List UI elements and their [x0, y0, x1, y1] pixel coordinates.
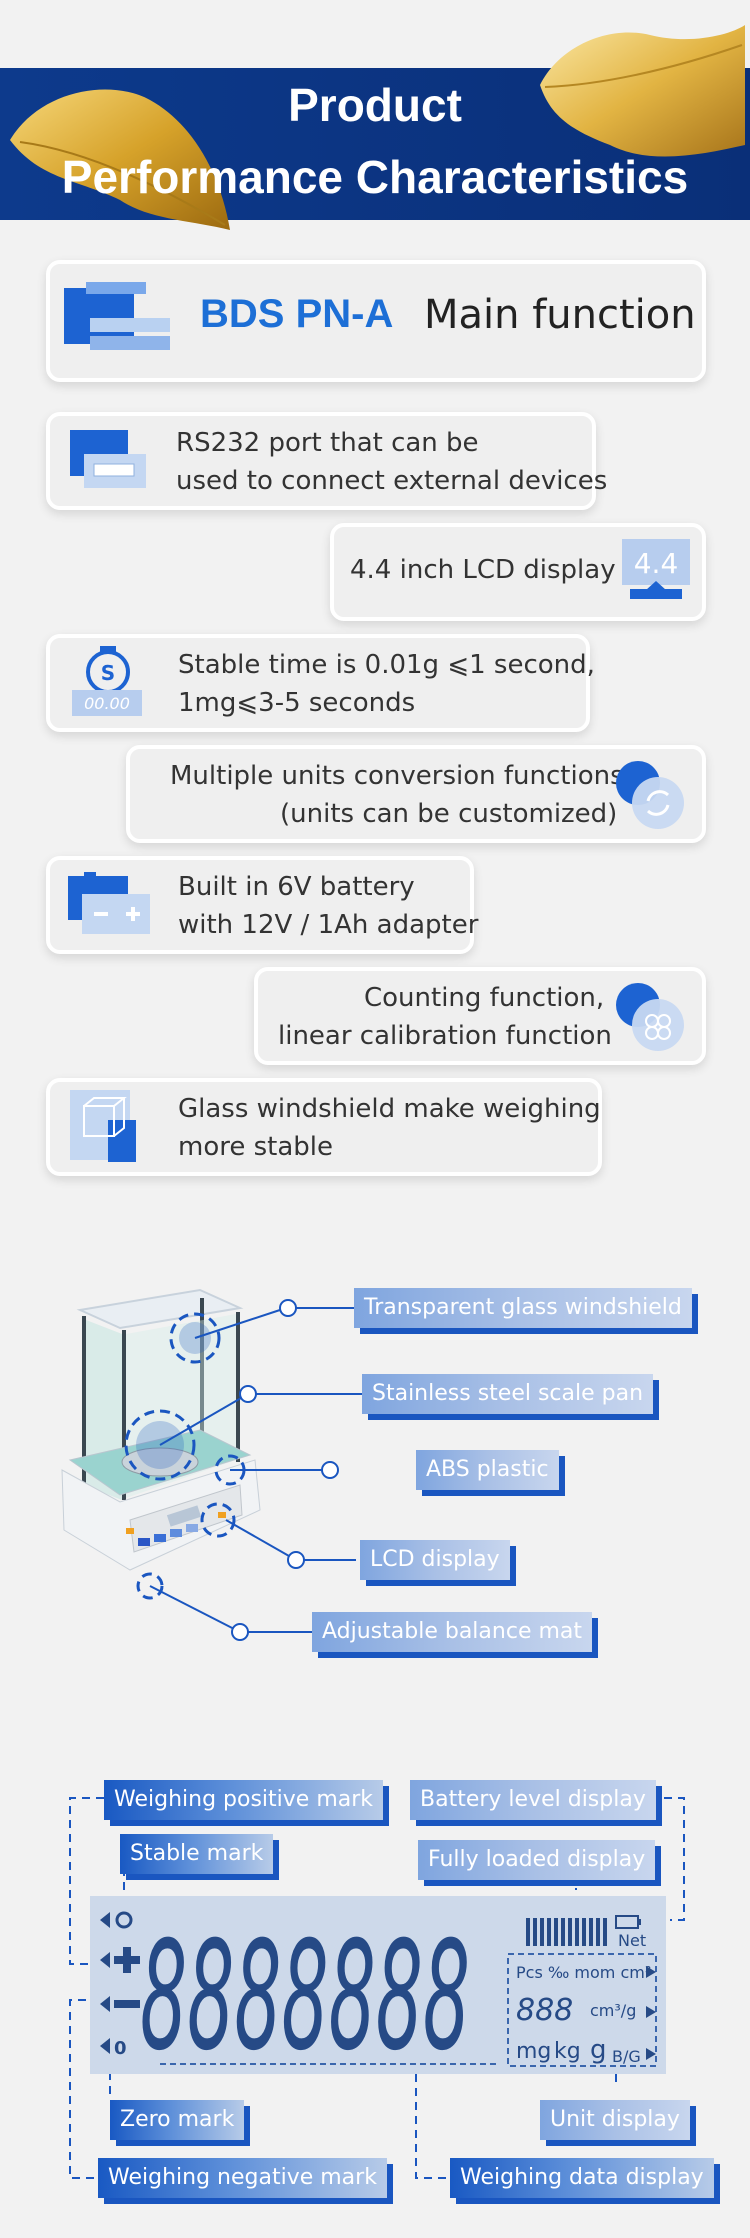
rs232-port-icon	[70, 430, 146, 488]
stopwatch-icon: S 00.00	[72, 646, 142, 716]
feature-text-line2: linear calibration function	[278, 1021, 612, 1051]
lcd-icon-text: 4.4	[634, 547, 679, 580]
lcd-unit-g: g	[590, 2035, 607, 2065]
feature-text-line2: 1mg⩽3-5 seconds	[178, 688, 416, 718]
gold-leaf-left-icon	[10, 89, 230, 230]
callout-balance-mat: Adjustable balance mat	[312, 1612, 593, 1652]
lcd-unit-mg: mg	[516, 2039, 551, 2064]
callout-glass-windshield: Transparent glass windshield	[354, 1288, 692, 1328]
lcd-unit-row2: cm³/g	[590, 2001, 636, 2020]
gold-leaf-right-icon	[540, 25, 745, 157]
page-title-line1: Product	[288, 79, 462, 131]
feature-text-line2: (units can be customized)	[280, 799, 618, 829]
main-function-icon	[64, 282, 170, 350]
lcd-segments: 0 8888888 Net Pcs ‰ mom cm³ 888 cm³/g mg…	[100, 1910, 657, 2074]
callout-zero-mark: Zero mark	[110, 2100, 245, 2140]
feature-text-line1: 4.4 inch LCD display	[350, 555, 616, 585]
callout-lcd-display: LCD display	[360, 1540, 510, 1580]
feature-text-line1: Built in 6V battery	[178, 872, 415, 902]
callout-battery-level: Battery level display	[410, 1780, 656, 1820]
feature-card-units: Multiple units conversion functions (uni…	[126, 745, 706, 843]
lcd-callout-lines	[69, 1797, 685, 2179]
feature-text-line1: Stable time is 0.01g ⩽1 second,	[178, 650, 595, 680]
feature-text-line1: Glass windshield make weighing	[178, 1094, 601, 1124]
svg-text:S: S	[101, 661, 115, 685]
feature-card-battery: Built in 6V battery with 12V / 1Ah adapt…	[46, 856, 478, 954]
feature-text-line1: Counting function,	[364, 983, 605, 1013]
unit-conversion-icon	[616, 761, 684, 829]
page-title-line2: Performance Characteristics	[61, 151, 689, 203]
lcd-unit-kg: kg	[554, 2039, 581, 2064]
feature-card-counting: Counting function, linear calibration fu…	[254, 967, 706, 1065]
callout-unit-display: Unit display	[540, 2100, 690, 2140]
lcd-net-label: Net	[618, 1931, 646, 1950]
zero-mark-symbol: 0	[114, 2038, 127, 2059]
callout-negative-mark: Weighing negative mark	[98, 2158, 387, 2198]
feature-text-line1: Multiple units conversion functions	[170, 761, 624, 791]
callout-abs-plastic: ABS plastic	[416, 1450, 559, 1490]
stopwatch-icon-text: 00.00	[84, 694, 130, 713]
feature-text-line1: RS232 port that can be	[176, 428, 479, 458]
feature-text-line2: used to connect external devices	[176, 466, 608, 496]
battery-icon	[68, 872, 150, 934]
callout-scale-pan: Stainless steel scale pan	[362, 1374, 654, 1414]
feature-card-lcd: 4.4 inch LCD display 4.4	[330, 523, 706, 621]
model-name: BDS PN-A	[200, 292, 394, 336]
feature-text-line2: with 12V / 1Ah adapter	[178, 910, 479, 940]
callout-fully-loaded: Fully loaded display	[418, 1840, 656, 1880]
counting-icon	[616, 983, 684, 1051]
feature-card-rs232: RS232 port that can be used to connect e…	[46, 412, 607, 510]
lcd-small-digits: 888	[516, 1993, 573, 2028]
lcd-unit-row1: Pcs ‰ mom cm³	[516, 1963, 651, 1982]
feature-card-stable-time: S 00.00 Stable time is 0.01g ⩽1 second, …	[46, 634, 595, 732]
balance-scale-image	[61, 1288, 261, 1600]
callout-weighing-data: Weighing data display	[450, 2158, 714, 2198]
feature-card-windshield: Glass windshield make weighing more stab…	[46, 1078, 602, 1176]
callout-stable-mark: Stable mark	[120, 1834, 274, 1874]
callout-positive-mark: Weighing positive mark	[104, 1780, 384, 1820]
lcd-display-icon: 4.4	[622, 539, 690, 599]
windshield-icon	[70, 1090, 136, 1162]
main-function-card: BDS PN-A Main function	[46, 260, 706, 382]
feature-text-line2: more stable	[178, 1132, 334, 1162]
main-function-label: Main function	[424, 292, 696, 338]
scale-callout-lines	[149, 1299, 362, 1641]
lcd-main-digits: 8888888	[140, 1910, 470, 2074]
lcd-unit-bg: B/G	[612, 2047, 641, 2066]
